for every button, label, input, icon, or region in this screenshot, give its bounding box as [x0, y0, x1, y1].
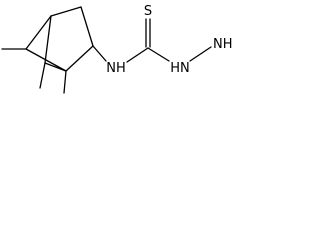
chemical-structure-diagram: S NH HN NH 2 — [1, 4, 234, 94]
nh2-atom-label: NH 2 — [213, 37, 234, 54]
hn-atom-label: HN — [170, 61, 190, 76]
bond-inner-bottom — [44, 62, 67, 72]
methyl-bond-lower-left — [39, 62, 46, 89]
methyl-bond-lower-right — [63, 70, 67, 94]
bond-left-upper — [25, 15, 52, 50]
bond-right-bridge — [65, 45, 94, 72]
bond-carbon-to-hn — [147, 47, 170, 62]
bicyclic-core — [25, 6, 94, 72]
bond-bridge-top-left — [50, 6, 82, 17]
bond-hn-to-nh2 — [189, 46, 212, 62]
bond-core-to-nh — [92, 45, 107, 62]
bond-inner-bridge — [44, 15, 52, 64]
methyl-groups — [1, 48, 67, 94]
nh2-atom-letters: NH — [213, 37, 233, 52]
bond-nh-to-carbon — [126, 47, 149, 63]
bond-bridge-top-right — [80, 6, 94, 47]
sulfur-atom-label: S — [144, 4, 152, 19]
nh-atom-label: NH — [106, 61, 126, 76]
thiosemicarbazide-chain — [92, 18, 212, 63]
